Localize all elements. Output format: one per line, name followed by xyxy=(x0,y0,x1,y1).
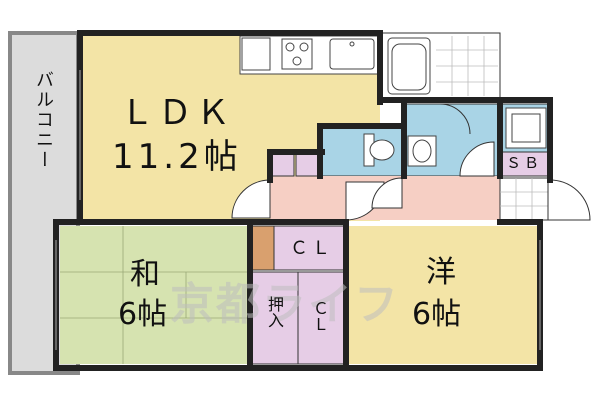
closet-top-label: ＣＬ xyxy=(290,238,334,259)
wash-door-swing xyxy=(459,141,495,177)
tokonoma xyxy=(249,225,275,271)
closet-top-area xyxy=(273,225,345,271)
closet-mid-area xyxy=(297,271,345,365)
shoe-box-label: ＳＢ xyxy=(506,154,543,172)
ldk-label: ＬＤＫ xyxy=(120,93,234,133)
shoe-box xyxy=(499,151,549,177)
youshitsu-label: 洋 xyxy=(426,255,456,290)
bathtub-icon xyxy=(387,37,431,95)
balcony-label: バルコニー xyxy=(33,70,54,170)
entrance-tiles xyxy=(499,177,549,221)
washbasin-icon xyxy=(407,135,437,167)
oshiire-label: 押入 xyxy=(265,296,284,328)
ldk-size: 11.2帖 xyxy=(112,137,242,177)
bath-tiles xyxy=(436,36,498,96)
entrance-door-swing xyxy=(547,179,591,221)
washitsu-label: 和 xyxy=(130,257,160,292)
fridge-space xyxy=(241,37,271,71)
stove-icon xyxy=(281,38,313,70)
washitsu-floor xyxy=(60,226,250,364)
closet-mid-label: ＣＬ xyxy=(310,300,329,332)
small-storage-1 xyxy=(271,153,295,177)
tatami-lines xyxy=(60,226,250,364)
watermark: 京都ライフ xyxy=(170,279,400,330)
oshiire-closet xyxy=(251,271,299,365)
toilet-door-swing xyxy=(371,177,403,209)
washitsu-size: 6帖 xyxy=(118,297,168,332)
youshitsu-floor xyxy=(346,226,538,364)
sink-icon xyxy=(329,38,375,70)
small-storage-2 xyxy=(295,153,321,177)
youshitsu-size: 6帖 xyxy=(412,297,462,332)
washing-machine-icon xyxy=(505,107,547,149)
ldk-door-swing xyxy=(231,179,271,219)
bath-door-swing xyxy=(439,103,471,135)
windows xyxy=(55,70,541,350)
toilet-icon xyxy=(363,133,395,167)
entrance-tile-grid xyxy=(500,178,548,220)
